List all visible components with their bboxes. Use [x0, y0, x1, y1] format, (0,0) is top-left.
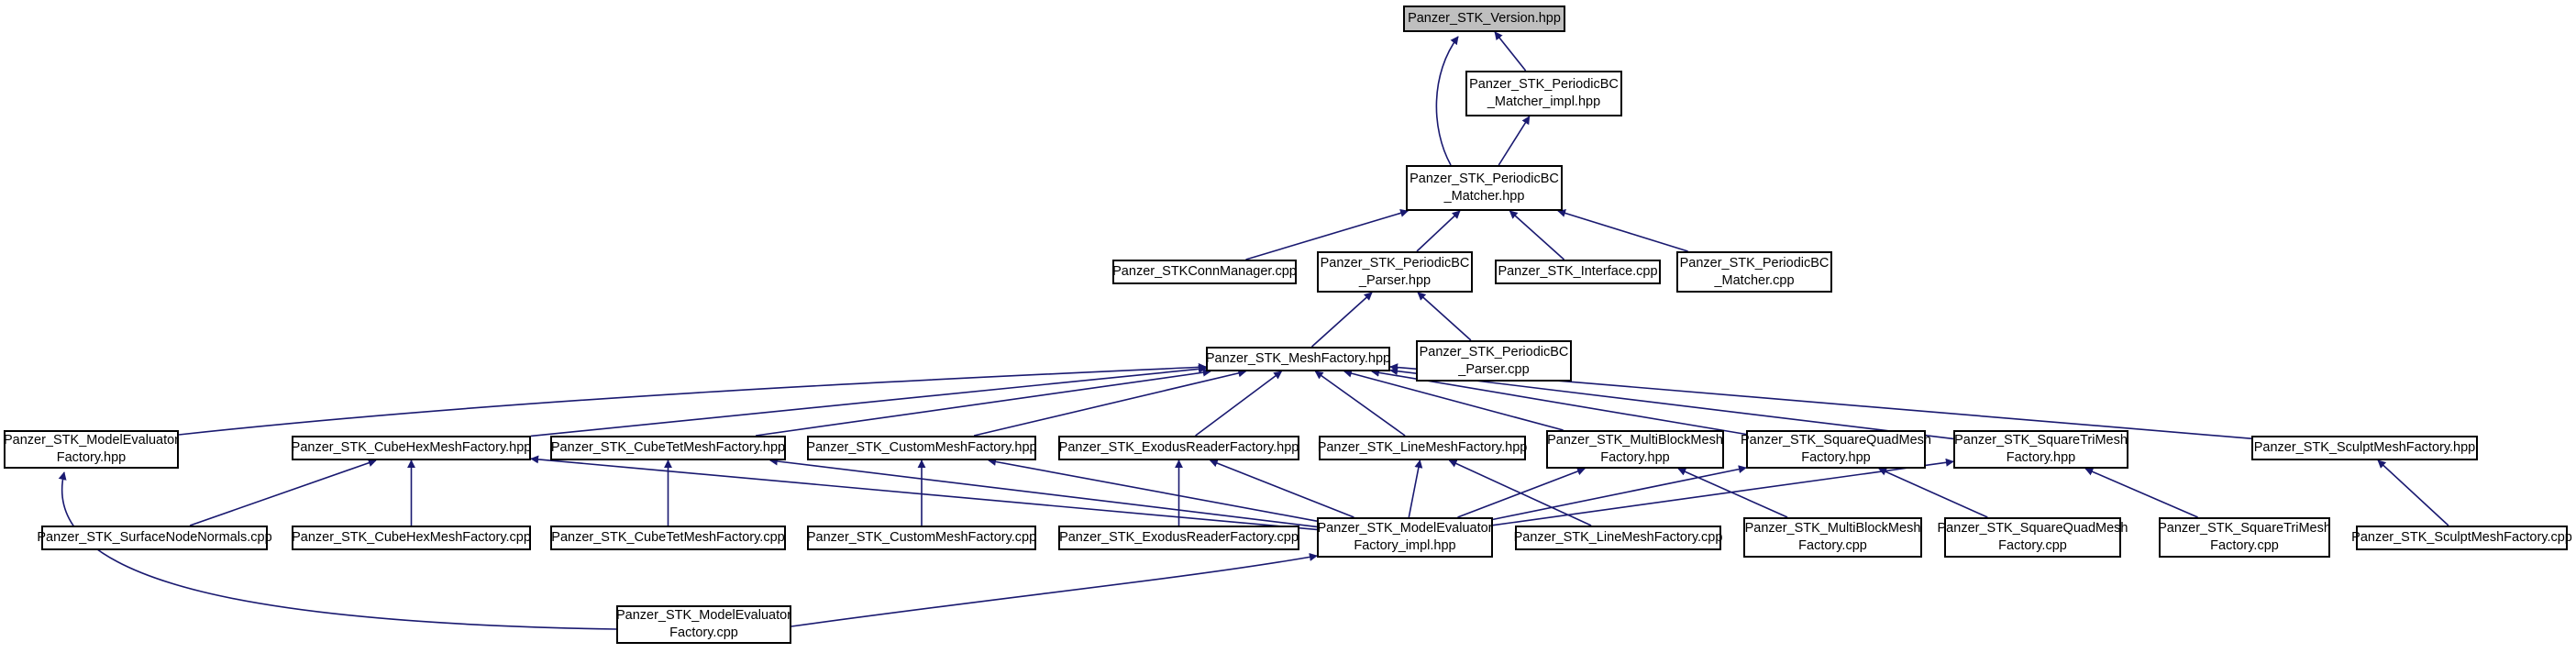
- edge-cubetet_hpp-to-meshfactory: [755, 368, 1211, 437]
- node-modelevaluator-factory-cpp[interactable]: Panzer_STK_ModelEvaluator Factory.cpp: [616, 605, 791, 644]
- edge-modeleval_impl-to-squarequad_hpp: [1492, 465, 1747, 521]
- edge-matcher_impl-to-version: [1494, 31, 1527, 72]
- node-squarequadmesh-factory-cpp[interactable]: Panzer_STK_SquareQuadMesh Factory.cpp: [1938, 517, 2128, 558]
- edge-modeleval_impl-to-exodus_hpp: [1209, 459, 1354, 518]
- edge-modeleval_impl-to-multiblock_hpp: [1457, 467, 1586, 518]
- node-multiblockmesh-factory-hpp[interactable]: Panzer_STK_MultiBlockMesh Factory.hpp: [1546, 430, 1724, 469]
- node-squaretrimesh-factory-hpp[interactable]: Panzer_STK_SquareTriMesh Factory.hpp: [1953, 430, 2128, 469]
- node-modelevaluator-factory-hpp[interactable]: Panzer_STK_ModelEvaluator Factory.hpp: [4, 430, 179, 469]
- node-custommeshfactory-hpp[interactable]: Panzer_STK_CustomMeshFactory.hpp: [806, 436, 1037, 460]
- node-periodicbc-matcher-hpp[interactable]: Panzer_STK_PeriodicBC _Matcher.hpp: [1406, 165, 1563, 211]
- edge-matcher_cpp-to-matcher_hpp: [1557, 209, 1688, 252]
- edge-modeleval_cpp-to-modeleval_hpp: [58, 471, 617, 630]
- edge-modeleval_impl-to-cubehex_hpp: [530, 455, 1318, 531]
- edge-multiblock_hpp-to-meshfactory: [1343, 369, 1564, 431]
- edge-modeleval_impl-to-line_hpp: [1408, 459, 1423, 518]
- node-linemeshfactory-cpp[interactable]: Panzer_STK_LineMeshFactory.cpp: [1514, 526, 1722, 550]
- node-periodicbc-matcher-impl-hpp[interactable]: Panzer_STK_PeriodicBC _Matcher_impl.hpp: [1465, 71, 1622, 116]
- node-sculptmeshfactory-hpp[interactable]: Panzer_STK_SculptMeshFactory.hpp: [2251, 436, 2478, 460]
- edge-multiblock_cpp-to-multiblock_hpp: [1677, 468, 1788, 518]
- node-surfacenodenormals-cpp[interactable]: Panzer_STK_SurfaceNodeNormals.cpp: [37, 526, 272, 550]
- node-periodicbc-matcher-cpp[interactable]: Panzer_STK_PeriodicBC _Matcher.cpp: [1676, 251, 1832, 293]
- node-interface-cpp[interactable]: Panzer_STK_Interface.cpp: [1495, 260, 1661, 284]
- node-exodusreaderfactory-hpp[interactable]: Panzer_STK_ExodusReaderFactory.hpp: [1058, 436, 1299, 460]
- edge-squarequad_hpp-to-meshfactory: [1371, 368, 1747, 436]
- node-cubehexmeshfactory-hpp[interactable]: Panzer_STK_CubeHexMeshFactory.hpp: [292, 436, 531, 460]
- edge-connmanager-to-matcher_hpp: [1245, 209, 1410, 260]
- edge-modeleval_impl-to-cubetet_hpp: [768, 457, 1318, 528]
- edge-parser_cpp-to-parser_hpp: [1417, 292, 1472, 341]
- node-exodusreaderfactory-cpp[interactable]: Panzer_STK_ExodusReaderFactory.cpp: [1058, 526, 1299, 550]
- edge-squarequad_cpp-to-squarequad_hpp: [1878, 468, 1988, 518]
- node-cubetetmeshfactory-hpp[interactable]: Panzer_STK_CubeTetMeshFactory.hpp: [550, 436, 786, 460]
- node-connmanager-cpp[interactable]: Panzer_STKConnManager.cpp: [1112, 260, 1297, 284]
- node-squarequadmesh-factory-hpp[interactable]: Panzer_STK_SquareQuadMesh Factory.hpp: [1741, 430, 1931, 469]
- edge-parser_hpp-to-matcher_hpp: [1416, 210, 1461, 252]
- node-cubehexmeshfactory-cpp[interactable]: Panzer_STK_CubeHexMeshFactory.cpp: [292, 526, 531, 550]
- node-sculptmeshfactory-cpp[interactable]: Panzer_STK_SculptMeshFactory.cpp: [2351, 526, 2572, 550]
- edge-modeleval_impl-to-squaretri_hpp: [1492, 458, 1954, 526]
- node-periodicbc-parser-cpp[interactable]: Panzer_STK_PeriodicBC _Parser.cpp: [1416, 340, 1572, 382]
- edge-interface-to-matcher_hpp: [1509, 210, 1565, 260]
- edge-surfacenode-to-cubehex_hpp: [189, 459, 377, 526]
- node-periodicbc-parser-hpp[interactable]: Panzer_STK_PeriodicBC _Parser.hpp: [1317, 251, 1473, 293]
- node-linemeshfactory-hpp[interactable]: Panzer_STK_LineMeshFactory.hpp: [1318, 436, 1527, 460]
- edge-meshfactory-to-parser_hpp: [1310, 292, 1373, 348]
- node-meshfactory-hpp[interactable]: Panzer_STK_MeshFactory.hpp: [1206, 347, 1390, 371]
- edge-modeleval_impl-to-custom_hpp: [988, 458, 1318, 522]
- edge-modeleval_cpp-to-modeleval_impl: [790, 552, 1318, 627]
- node-squaretrimesh-factory-cpp[interactable]: Panzer_STK_SquareTriMesh Factory.cpp: [2158, 517, 2331, 558]
- node-cubetetmeshfactory-cpp[interactable]: Panzer_STK_CubeTetMeshFactory.cpp: [550, 526, 786, 550]
- edge-squaretri_hpp-to-meshfactory: [1389, 367, 1954, 440]
- edge-matcher_hpp-to-version: [1435, 36, 1459, 166]
- node-version-hpp[interactable]: Panzer_STK_Version.hpp: [1403, 6, 1565, 32]
- node-custommeshfactory-cpp[interactable]: Panzer_STK_CustomMeshFactory.cpp: [807, 526, 1036, 550]
- edge-matcher_hpp-to-matcher_impl: [1498, 116, 1531, 166]
- edge-cubehex_hpp-to-meshfactory: [530, 364, 1207, 437]
- edge-squaretri_cpp-to-squaretri_hpp: [2084, 468, 2198, 518]
- node-modelevaluator-factory-impl-hpp[interactable]: Panzer_STK_ModelEvaluator Factory_impl.h…: [1317, 517, 1493, 558]
- edge-modeleval_hpp-to-meshfactory: [178, 362, 1207, 436]
- edge-line_hpp-to-meshfactory: [1314, 371, 1406, 437]
- edge-sculpt_cpp-to-sculpt_hpp: [2377, 459, 2449, 526]
- edge-exodus_hpp-to-meshfactory: [1195, 371, 1283, 437]
- edge-custom_hpp-to-meshfactory: [973, 369, 1247, 437]
- node-multiblockmesh-factory-cpp[interactable]: Panzer_STK_MultiBlockMesh Factory.cpp: [1743, 517, 1922, 558]
